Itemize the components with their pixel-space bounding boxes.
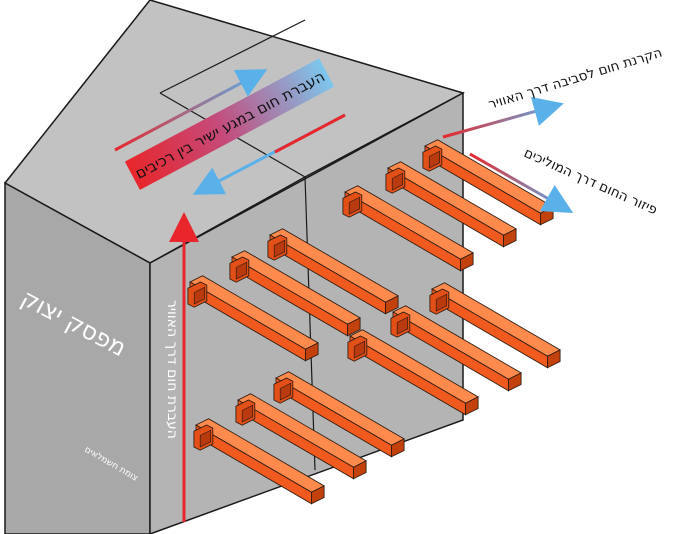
top-arrow-lower-red	[274, 113, 346, 154]
box-side-divider	[304, 176, 316, 471]
vertical-note: העברת חום דרך האוויר	[164, 300, 180, 439]
box-top-divider-2	[159, 19, 306, 94]
radiation-label: הקרנת חום לסביבה דרך האוויר	[486, 45, 664, 113]
top-arrow-upper	[114, 69, 268, 152]
radiation-arrow	[442, 96, 564, 139]
conduction-arrow	[469, 152, 574, 213]
top-arrows	[114, 69, 346, 195]
box-front-face	[4, 181, 151, 534]
